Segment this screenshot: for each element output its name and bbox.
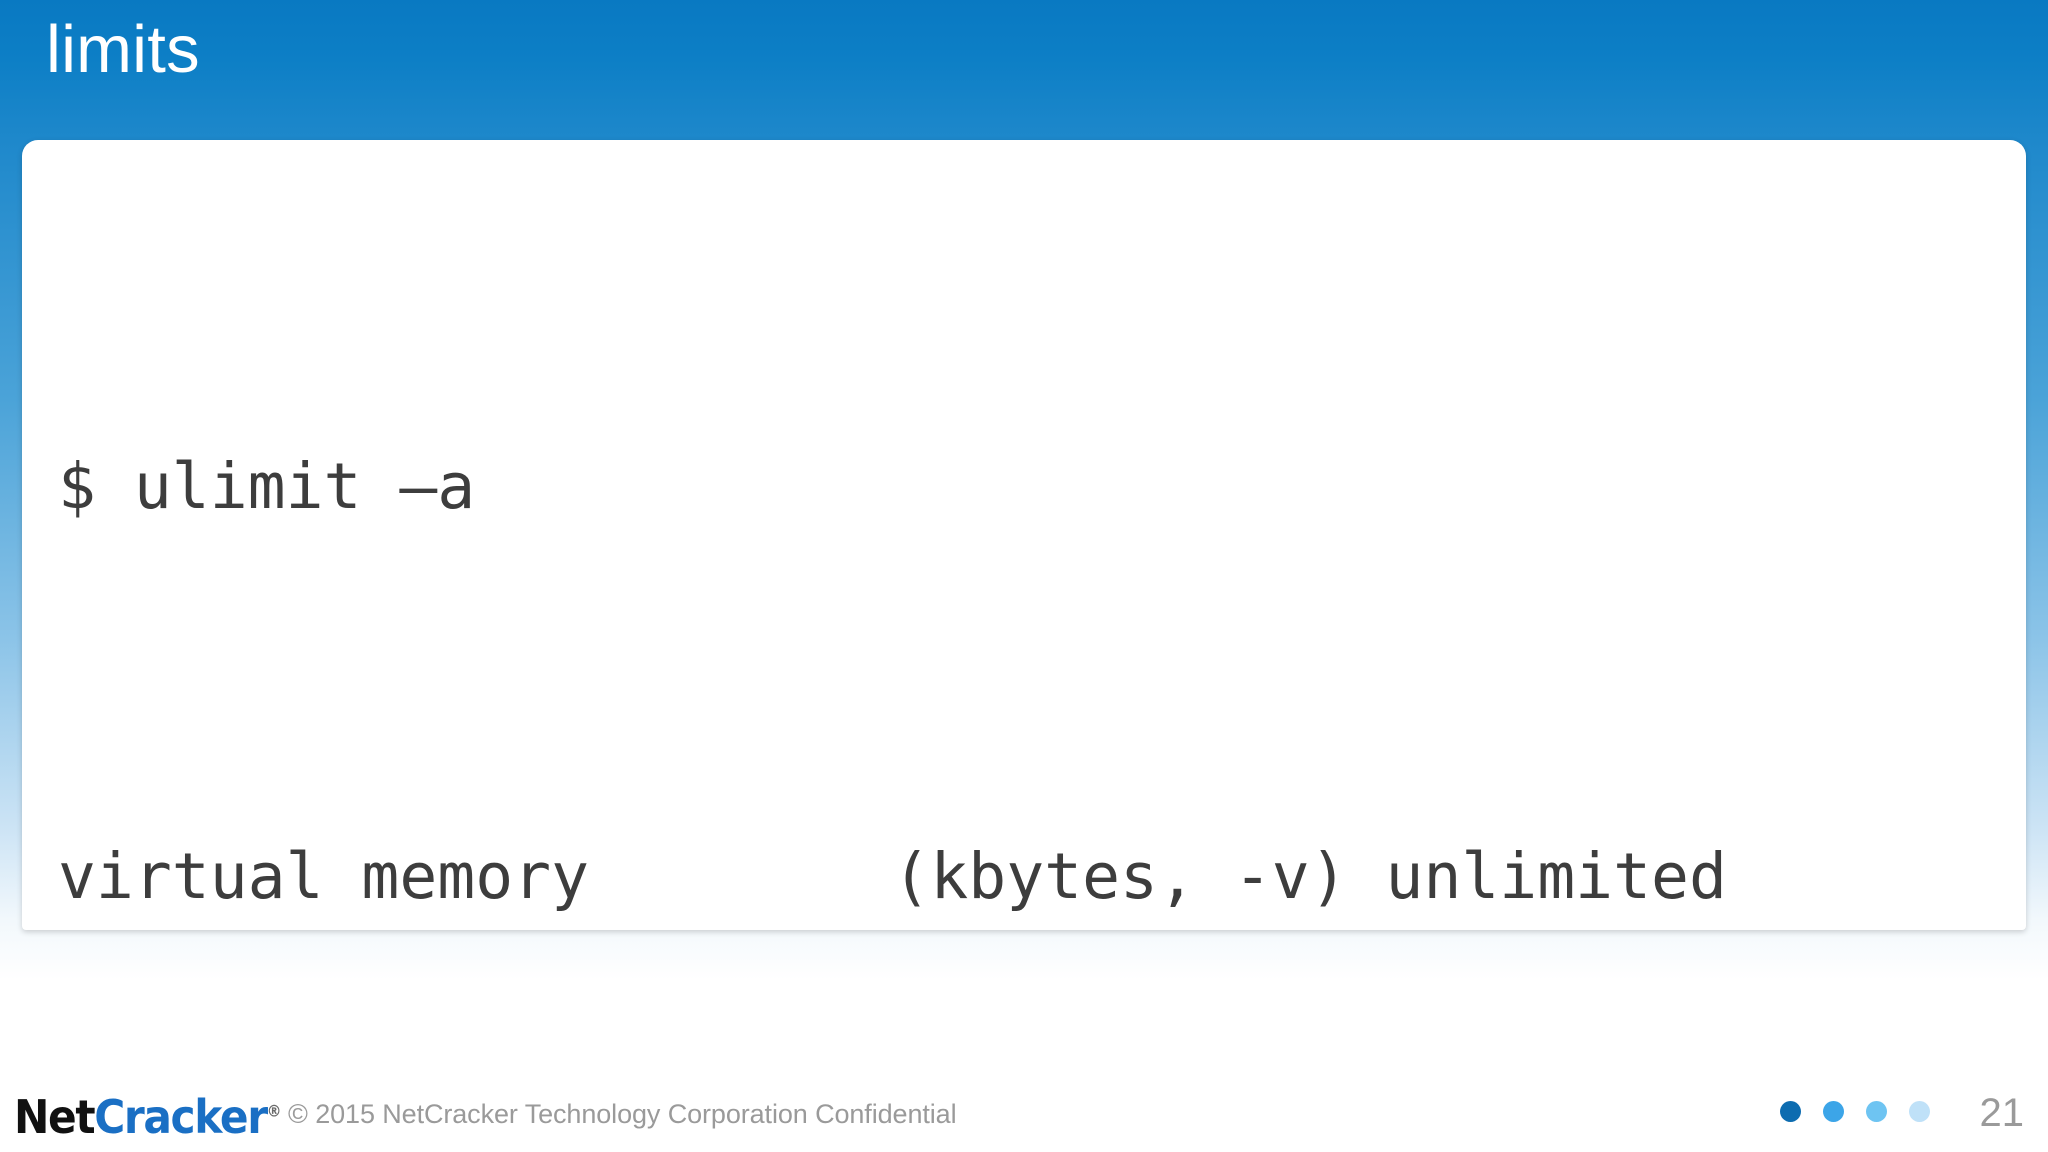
content-card: $ ulimit –a virtual memory (kbytes, -v) …: [22, 140, 2026, 930]
progress-dot-2[interactable]: [1823, 1101, 1844, 1122]
copyright-notice: © 2015 NetCracker Technology Corporation…: [288, 1099, 957, 1129]
slide-footer: NetCracker® © 2015 NetCracker Technology…: [0, 1062, 2048, 1152]
registered-trademark-icon: ®: [266, 1101, 282, 1121]
page-number: 21: [1979, 1091, 2025, 1135]
code-line-virtual-memory: virtual memory (kbytes, -v) unlimited: [58, 840, 1727, 913]
slide-header: limits: [0, 0, 2048, 140]
page-title: limits: [46, 12, 200, 87]
logo-text-cracker: Cracker: [94, 1090, 268, 1144]
code-line-command: $ ulimit –a: [58, 450, 476, 523]
progress-dots: [1780, 1101, 1930, 1122]
progress-dot-3[interactable]: [1866, 1101, 1887, 1122]
progress-dot-1[interactable]: [1780, 1101, 1801, 1122]
progress-dot-4[interactable]: [1909, 1101, 1930, 1122]
logo-text-net: Net: [14, 1090, 96, 1144]
terminal-output-block: $ ulimit –a virtual memory (kbytes, -v) …: [58, 162, 2016, 930]
netcracker-logo: NetCracker®: [14, 1094, 281, 1140]
